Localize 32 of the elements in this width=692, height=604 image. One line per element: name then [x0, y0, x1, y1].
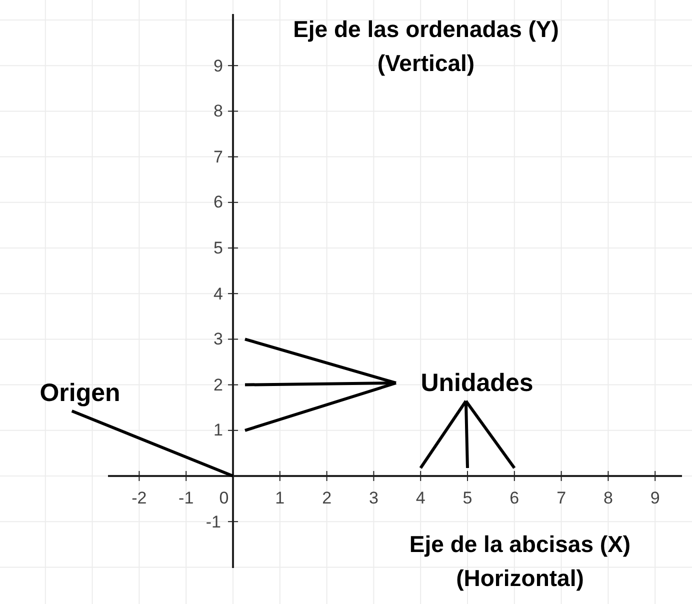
- tick-label: 9: [214, 57, 223, 74]
- leader-line: [464, 400, 469, 468]
- leader-line: [71, 410, 234, 478]
- leader-line: [419, 400, 468, 469]
- tick-label: -1: [206, 513, 221, 530]
- leader-line: [244, 338, 396, 384]
- tick-label: 9: [650, 490, 660, 506]
- tick-label: 4: [214, 285, 223, 302]
- tick-label: 3: [368, 490, 378, 506]
- tick-label: 8: [603, 490, 613, 506]
- tick-label: 7: [556, 490, 566, 506]
- tick-label: 1: [214, 422, 223, 439]
- leader-line: [464, 400, 516, 469]
- axis-title: Eje de la abcisas (X) (Horizontal): [408, 530, 632, 593]
- tick-label: 2: [214, 376, 223, 394]
- tick-label: 0: [219, 490, 229, 506]
- tick-label: 5: [214, 240, 223, 256]
- tick-label: -1: [178, 490, 194, 506]
- leader-line: [244, 382, 396, 432]
- tick-label: 5: [462, 490, 472, 506]
- tick-label: 8: [214, 102, 223, 120]
- tick-label: 6: [214, 194, 223, 211]
- tick-label: -2: [132, 490, 147, 506]
- tick-label: 1: [275, 490, 285, 506]
- callout-label: Origen: [22, 376, 138, 410]
- tick-label: 2: [322, 490, 332, 506]
- tick-label: 7: [214, 148, 223, 166]
- callout-label: Unidades: [398, 366, 556, 400]
- tick-label: 3: [214, 330, 223, 348]
- tick-label: 4: [416, 490, 426, 506]
- axis-title: Eje de las ordenadas (Y) (Vertical): [292, 15, 560, 78]
- tick-label: 6: [510, 490, 520, 506]
